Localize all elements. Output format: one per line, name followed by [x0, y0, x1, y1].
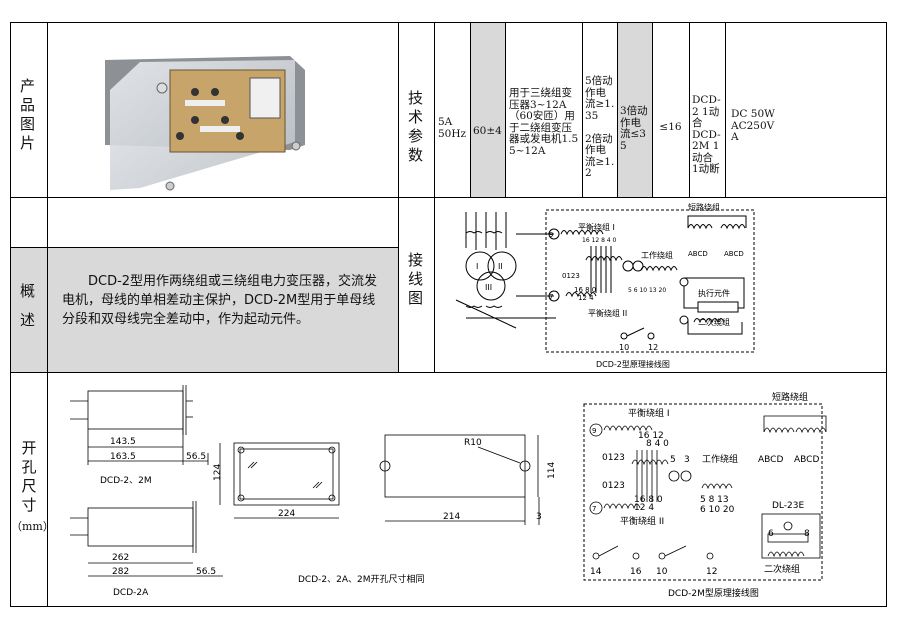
- diagram-label: 16: [630, 567, 642, 577]
- diagram-label: 9: [592, 427, 596, 435]
- cutout-same-caption: DCD-2、2A、2M开孔尺寸相同: [298, 573, 425, 585]
- diagram-label: 56.5: [186, 452, 206, 462]
- label-product-photo: 产品图片: [18, 78, 36, 154]
- diagram-label: 10: [619, 343, 629, 352]
- diagram-label: 7: [592, 505, 596, 513]
- model-dcd2a: DCD-2A: [113, 588, 149, 598]
- diagram-label: 163.5: [110, 452, 136, 462]
- diagram-label: 224: [278, 509, 295, 519]
- param-time: 3倍动作电流≤35: [620, 105, 648, 152]
- diagram-label: 56.5: [196, 567, 216, 577]
- diagram-label: 平衡绕组 I: [578, 222, 615, 232]
- param-rated: 5A 50Hz: [438, 116, 467, 140]
- diagram-label: 二次绕组: [698, 317, 730, 327]
- diagram-label: 8 4 0: [646, 439, 669, 449]
- diagram-label: 平衡绕组 II: [588, 308, 627, 318]
- model-dcd2-2m: DCD-2、2M: [100, 476, 152, 486]
- wiring-diagram-dcd2: I II III: [436, 198, 886, 372]
- diagram-label: ABCD: [724, 250, 744, 258]
- diagram-label: 9: [549, 231, 553, 239]
- trafo-i: I: [476, 262, 478, 271]
- diagram-label: 3: [536, 512, 542, 522]
- diagram-label: 二次绕组: [764, 563, 800, 575]
- diagram-label: 工作绕组: [702, 453, 738, 465]
- diagram-label: 短路绕组: [772, 391, 808, 403]
- diagram-label: 12: [648, 343, 658, 352]
- diagram-label: 6: [768, 529, 774, 539]
- param-range: 用于三绕组变压器3~12A（60安匝）用于二绕组变压器或发电机1.55~12A: [509, 87, 579, 157]
- param-contacts: DCD-2 1动合 DCD-2M 1动合 1动断: [692, 94, 721, 175]
- param-reliability: 5倍动作电流≥1.35 2倍动作电流≥1.2: [585, 75, 615, 179]
- overview-text: DCD-2型用作两绕组或三绕组电力变压器，交流发电机，母线的单相差动主保护，DC…: [62, 274, 378, 327]
- diagram-label: 0123: [562, 272, 580, 280]
- diagram-label: 16 8 0: [574, 286, 596, 294]
- label-tech-params: 技术参数: [406, 90, 424, 166]
- diagram-label: 平衡绕组 I: [628, 407, 670, 419]
- diagram-label: 16 8 0: [634, 495, 663, 505]
- diagram-label: 5 8 13: [700, 495, 729, 505]
- diagram-label: 0123: [602, 481, 625, 491]
- wiring1-caption: DCD-2型原理接线图: [596, 359, 670, 369]
- diagram-label: 124: [213, 464, 223, 481]
- product-photo: [100, 50, 310, 195]
- diagram-label: 5: [670, 455, 676, 465]
- diagram-label: 8: [804, 529, 810, 539]
- diagram-label: 214: [443, 512, 460, 522]
- diagram-label: 3: [684, 455, 690, 465]
- diagram-label: 16 12: [638, 431, 664, 441]
- diagram-label: 0123: [602, 453, 625, 463]
- diagram-label: 282: [112, 567, 129, 577]
- wiring2-caption: DCD-2M型原理接线图: [668, 587, 759, 599]
- param-return: ≤16: [659, 121, 682, 133]
- diagram-label: 12 4: [578, 294, 594, 302]
- label-cutout: 开孔尺寸 （mm）: [11, 440, 54, 533]
- diagram-label: ABCD: [794, 455, 819, 465]
- param-capacity: DC 50W AC250VA: [731, 108, 775, 143]
- diagram-label: 16 12 8 4 0: [582, 237, 617, 244]
- diagram-label: 143.5: [110, 437, 136, 447]
- diagram-label: ABCD: [758, 455, 783, 465]
- diagram-label: 平衡绕组 II: [620, 515, 664, 527]
- cutout-drawings: 143.5 163.5 56.5 DCD-2、2M 262 282 56.5 D…: [48, 373, 578, 605]
- diagram-label: ABCD: [688, 250, 708, 258]
- diagram-label: R10: [464, 438, 482, 448]
- diagram-label: 6 10 20: [700, 505, 735, 515]
- short-winding-label: 短路绕组: [688, 202, 720, 212]
- trafo-ii: II: [498, 262, 503, 271]
- diagram-label: 工作绕组: [641, 250, 673, 260]
- param-ampere-turns: 60±4: [473, 125, 502, 137]
- label-wiring: 接线图: [406, 252, 424, 309]
- diagram-label: 262: [112, 553, 129, 563]
- label-overview: 概述: [18, 283, 36, 341]
- diagram-label: 14: [590, 567, 602, 577]
- diagram-label: 7: [549, 293, 553, 301]
- diagram-label: DL-23E: [772, 501, 804, 511]
- diagram-label: 12: [706, 567, 717, 577]
- diagram-label: 10: [656, 567, 668, 577]
- trafo-iii: III: [485, 283, 492, 292]
- diagram-label: 12 4: [634, 503, 654, 513]
- wiring-diagram-dcd2m: 短路绕组 平衡绕组 I 9 7 16 12 8 4 0 0123 0123 工作…: [582, 376, 886, 606]
- diagram-label: 执行元件: [698, 288, 730, 298]
- diagram-label: 114: [547, 462, 557, 479]
- diagram-label: 5 6 10 13 20: [628, 287, 666, 294]
